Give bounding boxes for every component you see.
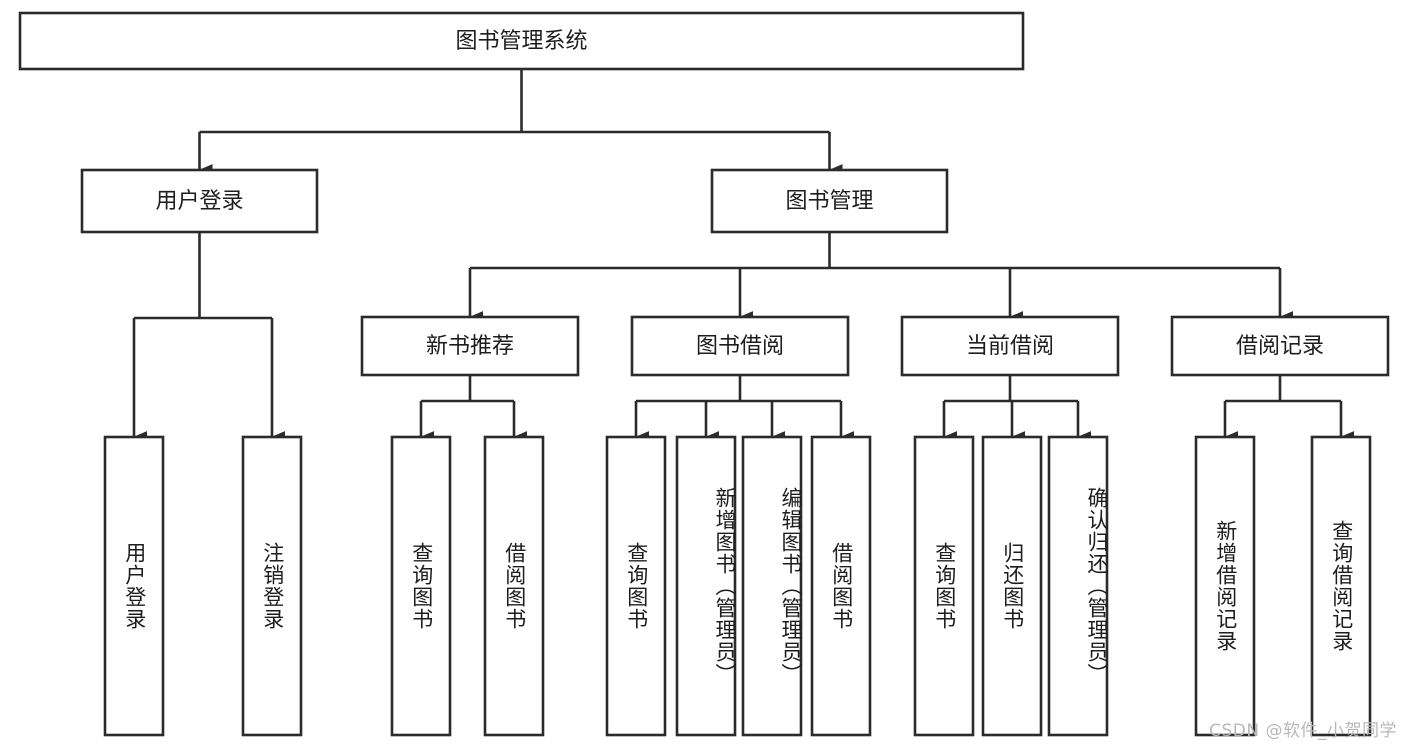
- node-label-book-manage: 图书管理: [785, 189, 873, 214]
- node-label-new-book-rec: 新书推荐: [426, 334, 514, 359]
- node-boxes-layer: [18, 11, 1390, 737]
- node-box-leaf-confirm-return[interactable]: [1047, 435, 1109, 737]
- watermark-text: CSDN @软件_小贺同学: [1209, 721, 1397, 741]
- connectors-layer: [132, 69, 1355, 443]
- node-label-root: 图书管理系统: [455, 29, 587, 54]
- node-box-book-manage[interactable]: [710, 168, 949, 234]
- node-box-leaf-query-book-cur[interactable]: [913, 435, 975, 737]
- node-box-leaf-user-login[interactable]: [103, 435, 165, 737]
- node-box-current-borrow[interactable]: [900, 315, 1120, 377]
- node-box-leaf-return-book[interactable]: [981, 435, 1043, 737]
- node-box-root[interactable]: [18, 11, 1025, 71]
- node-box-leaf-borrow-book[interactable]: [810, 435, 872, 737]
- node-box-leaf-query-book[interactable]: [605, 435, 667, 737]
- node-box-leaf-query-record[interactable]: [1310, 435, 1372, 737]
- node-box-user-login[interactable]: [80, 168, 319, 234]
- node-label-borrow-record: 借阅记录: [1236, 334, 1324, 359]
- node-label-current-borrow: 当前借阅: [966, 334, 1054, 359]
- node-box-leaf-add-book[interactable]: [675, 435, 737, 737]
- node-label-user-login: 用户登录: [155, 189, 243, 214]
- node-box-leaf-query-book-rec[interactable]: [390, 435, 452, 737]
- node-box-leaf-logout[interactable]: [241, 435, 303, 737]
- node-box-leaf-add-record[interactable]: [1194, 435, 1256, 737]
- node-box-new-book-rec[interactable]: [360, 315, 580, 377]
- node-box-leaf-borrow-book-rec[interactable]: [483, 435, 545, 737]
- node-label-book-borrow: 图书借阅: [696, 334, 784, 359]
- node-box-book-borrow[interactable]: [630, 315, 850, 377]
- node-box-leaf-edit-book[interactable]: [741, 435, 803, 737]
- node-box-borrow-record[interactable]: [1170, 315, 1390, 377]
